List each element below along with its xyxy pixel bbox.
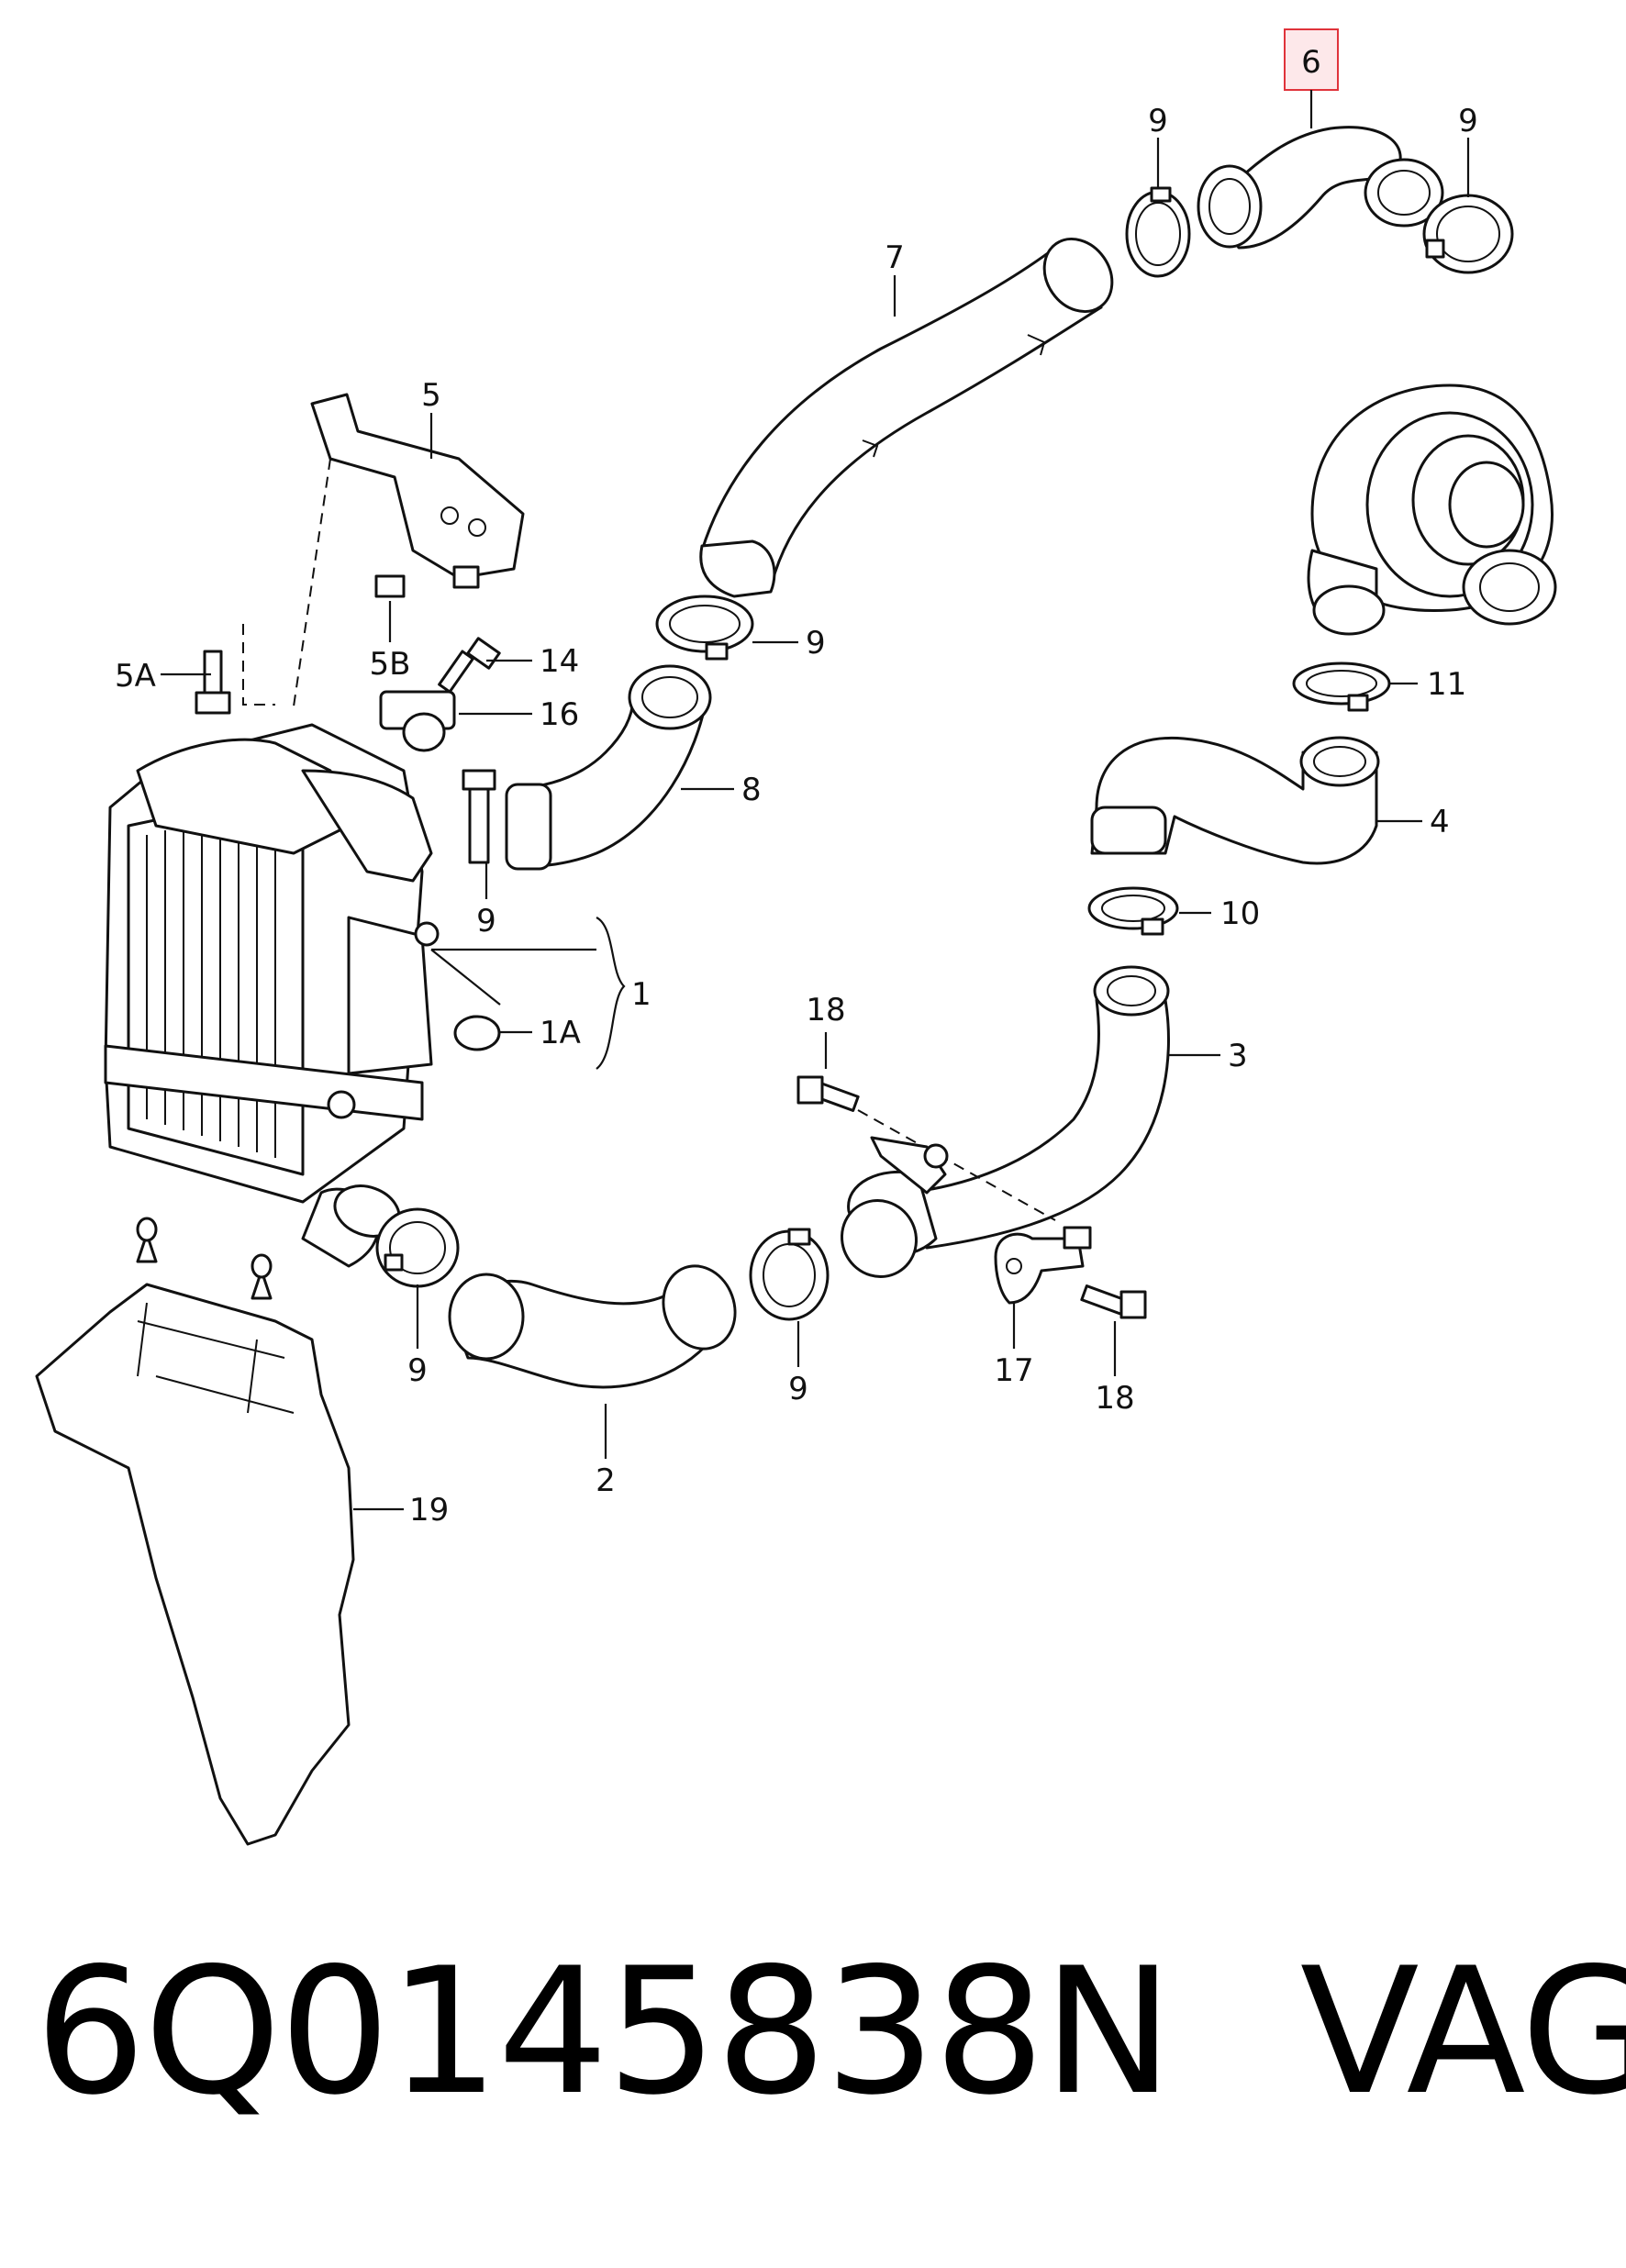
callout-1A[interactable]: 1A xyxy=(540,1015,581,1051)
bolt-5A[interactable] xyxy=(195,650,231,715)
intercooler-part-1[interactable] xyxy=(104,723,492,1268)
clamp-9-lower-right[interactable] xyxy=(749,1228,830,1321)
clamp-11[interactable] xyxy=(1292,662,1391,712)
callout-10[interactable]: 10 xyxy=(1220,895,1260,932)
connector-9-clip[interactable] xyxy=(462,769,496,864)
hose-part-2[interactable] xyxy=(448,1256,746,1389)
sensor-16[interactable] xyxy=(379,690,456,752)
callout-19[interactable]: 19 xyxy=(409,1492,449,1529)
grommet-1A[interactable] xyxy=(453,1015,501,1051)
bolt-18-lower[interactable] xyxy=(1080,1284,1147,1319)
air-guide-part-19[interactable] xyxy=(35,1217,355,1846)
bolt-18-dashed xyxy=(857,1109,1056,1221)
hose-part-7[interactable] xyxy=(699,226,1126,598)
pipe-bracket[interactable] xyxy=(870,1136,949,1195)
callout-7[interactable]: 7 xyxy=(885,239,905,276)
callout-9[interactable]: 9 xyxy=(1148,103,1168,139)
callout-5B[interactable]: 5B xyxy=(370,646,411,683)
callout-labels: 9 9 7 5 9 14 16 5A 5B 8 9 11 4 10 1 1A 3… xyxy=(115,103,1478,1529)
highlight-callout-6[interactable]: 6 xyxy=(1284,28,1339,91)
hose-part-4[interactable] xyxy=(1090,736,1380,865)
brand-name: VAG xyxy=(1299,1930,1626,2133)
callout-8[interactable]: 8 xyxy=(741,772,762,808)
bracket-17[interactable] xyxy=(994,1226,1092,1305)
callout-2[interactable]: 2 xyxy=(596,1462,616,1499)
clamp-9-top-right[interactable] xyxy=(1422,194,1514,274)
hose-part-8[interactable] xyxy=(505,664,712,871)
turbocharger[interactable] xyxy=(1307,384,1557,636)
clamp-10[interactable] xyxy=(1087,886,1179,936)
callout-9[interactable]: 9 xyxy=(788,1371,808,1407)
clamp-9-top-left[interactable] xyxy=(1125,186,1191,278)
callout-1[interactable]: 1 xyxy=(631,976,652,1013)
leader-lines xyxy=(161,138,1470,1511)
bracket-dashed-line xyxy=(293,458,331,707)
callout-14[interactable]: 14 xyxy=(540,643,579,680)
callout-5A[interactable]: 5A xyxy=(115,658,156,695)
clamp-9-lower-left[interactable] xyxy=(375,1207,460,1288)
callout-18[interactable]: 18 xyxy=(806,992,845,1028)
callout-3[interactable]: 3 xyxy=(1228,1038,1248,1074)
callout-17[interactable]: 17 xyxy=(994,1352,1033,1389)
callout-9[interactable]: 9 xyxy=(1458,103,1478,139)
bolt-5A-dashed xyxy=(242,624,275,706)
callout-9[interactable]: 9 xyxy=(476,903,496,939)
callout-9[interactable]: 9 xyxy=(806,625,826,662)
bracket-part-5[interactable] xyxy=(310,393,525,589)
hose-part-6[interactable] xyxy=(1197,126,1444,250)
callout-16[interactable]: 16 xyxy=(540,696,579,733)
callout-5[interactable]: 5 xyxy=(421,377,441,414)
bolt-18-upper[interactable] xyxy=(796,1075,860,1112)
part-number: 6Q0145838N xyxy=(35,1930,1174,2133)
callout-6-label: 6 xyxy=(1301,44,1321,81)
hose-part-3[interactable] xyxy=(828,965,1170,1290)
callout-11[interactable]: 11 xyxy=(1427,666,1466,703)
clamp-9-mid[interactable] xyxy=(655,595,754,661)
callout-4[interactable]: 4 xyxy=(1430,804,1450,840)
callout-18[interactable]: 18 xyxy=(1095,1380,1134,1417)
nut-5B[interactable] xyxy=(374,574,406,598)
callout-9[interactable]: 9 xyxy=(407,1352,428,1389)
bolt-14[interactable] xyxy=(438,637,501,694)
